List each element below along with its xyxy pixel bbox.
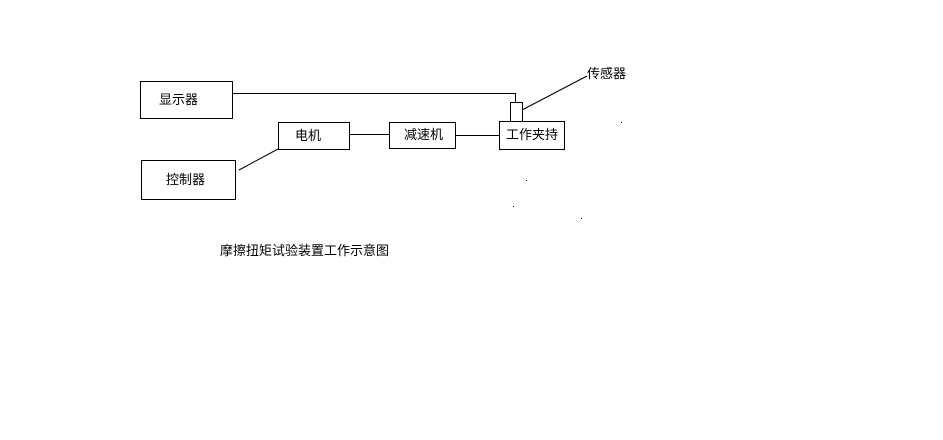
motor-box: 电机: [278, 122, 350, 150]
stray-dot: [621, 122, 622, 123]
motor-label: 电机: [295, 128, 322, 144]
controller-motor-line: [238, 148, 279, 171]
display-sensor-line-vertical: [515, 93, 516, 103]
workholding-box: 工作夹持: [499, 121, 565, 150]
stray-dot: [513, 206, 514, 207]
workholding-label: 工作夹持: [506, 128, 559, 143]
controller-box: 控制器: [141, 160, 236, 200]
display-label: 显示器: [159, 92, 199, 108]
sensor-element: [510, 102, 523, 122]
sensor-leader-line: [521, 75, 588, 111]
reducer-workholding-line: [456, 135, 499, 136]
sensor-label: 传感器: [587, 67, 627, 82]
reducer-box: 减速机: [389, 122, 456, 149]
stray-dot: [581, 218, 582, 219]
reducer-label: 减速机: [404, 128, 444, 143]
motor-reducer-line: [350, 134, 389, 135]
display-box: 显示器: [140, 81, 233, 119]
stray-dot: [526, 180, 527, 181]
display-sensor-line-horizontal: [233, 93, 516, 94]
diagram-caption: 摩擦扭矩试验装置工作示意图: [220, 244, 390, 259]
controller-label: 控制器: [166, 172, 206, 188]
